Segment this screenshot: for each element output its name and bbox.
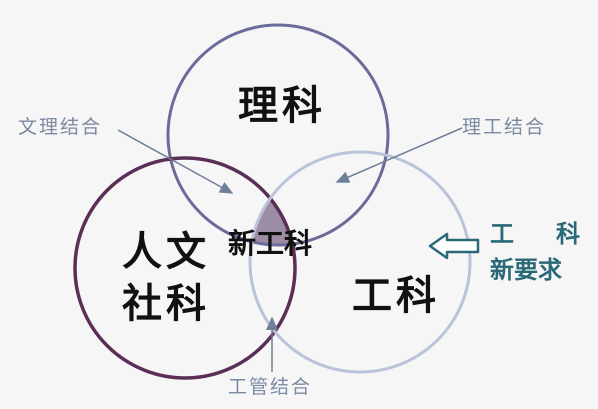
engineering-label: 工科 [352,273,440,319]
sci-eng-annotation: 理工结合 [462,116,547,138]
humanities-circle [73,156,297,380]
engineering-circle [248,150,472,374]
eng-mgmt-annotation: 工管结合 [228,376,313,398]
sci-eng-arrow [335,127,463,183]
requirement-arrow-icon [428,232,480,260]
science-label: 理科 [238,83,326,129]
requirement-line2: 新要求 [490,256,562,284]
humanities-label-line1: 人文 [122,229,210,275]
requirement-line1-right: 科 [556,220,580,248]
humanities-label-line2: 社科 [122,281,210,327]
center-label: 新工科 [228,227,313,260]
sci-hum-annotation: 文理结合 [18,116,103,138]
requirement-line1-left: 工 [490,220,514,248]
sci-hum-arrow [117,129,234,194]
science-circle [166,23,390,247]
